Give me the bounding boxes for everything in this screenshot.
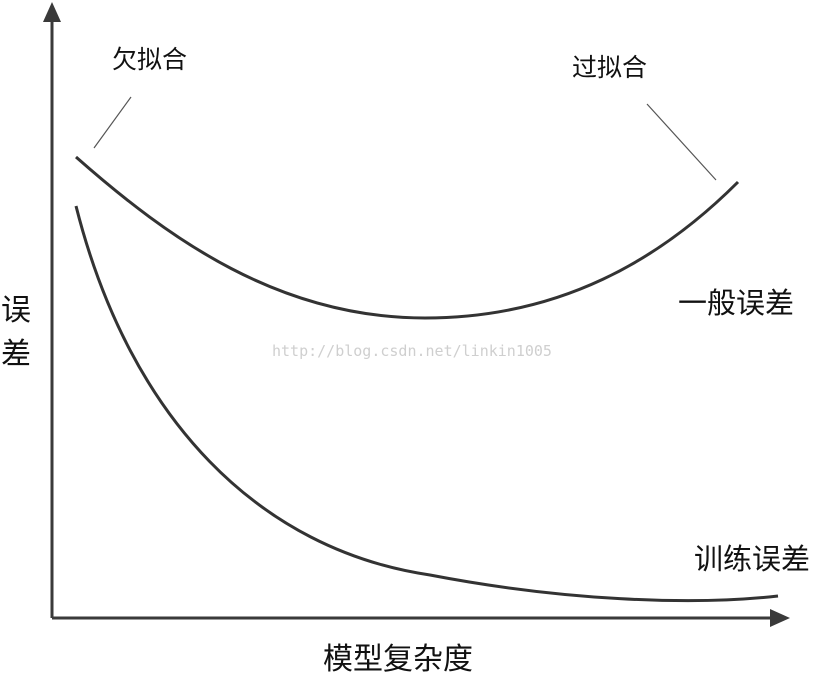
overfit-label: 过拟合 [572, 53, 647, 82]
x-axis-label: 模型复杂度 [323, 642, 473, 677]
training-error-curve [74, 205, 779, 603]
training-error-label: 训练误差 [694, 542, 810, 576]
underfit-leader-line [93, 96, 132, 149]
y-axis-label-line2: 差 [1, 337, 31, 372]
y-axis-arrow-icon [43, 2, 61, 22]
y-axis-label-line1: 误 [1, 293, 31, 328]
x-axis-arrow-icon [770, 609, 790, 627]
underfit-label: 欠拟合 [112, 45, 187, 74]
watermark-text: http://blog.csdn.net/linkin1005 [272, 342, 552, 360]
general-error-curve [75, 155, 740, 320]
general-error-label: 一般误差 [678, 286, 794, 320]
overfit-leader-line [646, 103, 717, 181]
